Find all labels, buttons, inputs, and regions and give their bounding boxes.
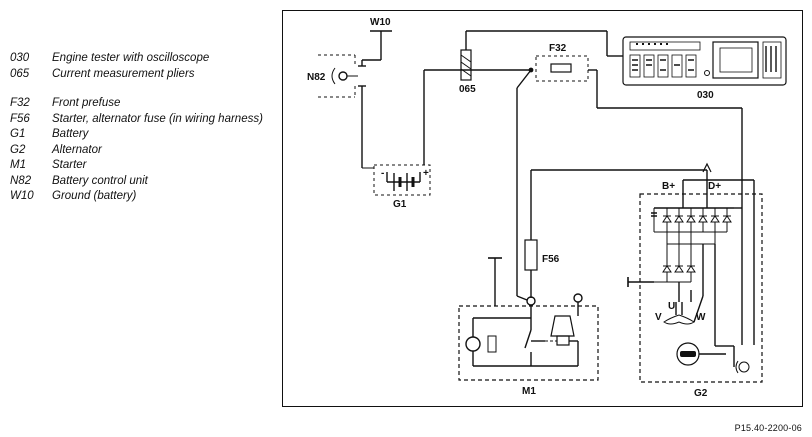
prefuse-enclosure bbox=[535, 55, 589, 82]
label-d-plus: D+ bbox=[708, 181, 721, 192]
starter-m1: M1 bbox=[458, 240, 599, 397]
front-prefuse-f32: F32 bbox=[516, 43, 589, 89]
label-f32: F32 bbox=[549, 43, 567, 54]
legend-code: F32 bbox=[10, 97, 30, 109]
ground-w10: W10 bbox=[361, 17, 392, 66]
label-g1: G1 bbox=[393, 199, 407, 210]
label-b-plus: B+ bbox=[662, 181, 675, 192]
sensor-icon bbox=[338, 71, 348, 81]
diagram-frame bbox=[282, 10, 803, 407]
starter-enclosure bbox=[458, 305, 599, 381]
legend-code: M1 bbox=[10, 159, 26, 171]
legend-code: W10 bbox=[10, 190, 34, 202]
label-w: W bbox=[696, 312, 706, 323]
label-v: V bbox=[655, 312, 662, 323]
stator-winding-u bbox=[675, 302, 683, 315]
legend-desc: Ground (battery) bbox=[52, 190, 137, 202]
rectifier-diodes-top bbox=[651, 208, 732, 283]
legend-code: G1 bbox=[10, 128, 26, 140]
label-w10: W10 bbox=[370, 17, 391, 28]
legend-code: F56 bbox=[10, 112, 30, 125]
label-f56: F56 bbox=[542, 254, 560, 265]
legend-desc: Battery bbox=[52, 128, 89, 140]
legend-desc: Starter bbox=[52, 159, 87, 171]
legend-gap bbox=[10, 82, 278, 96]
starter-alternator-fuse-f56: F56 bbox=[524, 239, 560, 271]
label-030: 030 bbox=[697, 90, 714, 101]
legend-desc: Starter, alternator fuse (in wiring harn… bbox=[52, 112, 263, 125]
alternator-enclosure bbox=[639, 193, 763, 383]
legend-item-g2: G2 Alternator bbox=[10, 143, 278, 159]
legend-desc: Current measurement pliers bbox=[52, 67, 195, 80]
tester-housing bbox=[622, 36, 787, 86]
label-g2: G2 bbox=[694, 388, 708, 399]
legend-code: 065 bbox=[10, 67, 30, 80]
current-pliers-065: 065 bbox=[459, 30, 607, 95]
legend-desc: Battery control unit bbox=[52, 174, 148, 187]
battery-g1: - + G1 bbox=[362, 70, 431, 210]
legend-item-f56: F56 Starter, alternator fuse (in wiring … bbox=[10, 112, 278, 128]
label-065: 065 bbox=[459, 84, 476, 95]
battery-minus-sign: - bbox=[381, 168, 384, 179]
oscilloscope-screen bbox=[712, 41, 759, 79]
legend-desc: Alternator bbox=[52, 143, 102, 156]
f56-element bbox=[524, 239, 538, 271]
battery-control-unit-n82: N82 bbox=[307, 54, 366, 168]
alternator-g2: B+ D+ bbox=[627, 162, 763, 399]
battery-plus-sign: + bbox=[423, 168, 429, 179]
legend-item-m1: M1 Starter bbox=[10, 158, 278, 174]
starter-terminal-50 bbox=[573, 293, 583, 303]
legend-item-n82: N82 Battery control unit bbox=[10, 174, 278, 190]
solenoid-icon bbox=[556, 335, 570, 346]
alternator-sensor-icon bbox=[738, 361, 750, 373]
engine-tester-030: 030 bbox=[622, 36, 787, 101]
starter-terminal-30 bbox=[526, 296, 536, 306]
legend-item-f32: F32 Front prefuse bbox=[10, 96, 278, 112]
legend-code: N82 bbox=[10, 174, 32, 187]
legend-desc: Front prefuse bbox=[52, 97, 121, 109]
legend: 030 Engine tester with oscilloscope 065 … bbox=[10, 51, 278, 205]
circuit-figure: W10 N82 - + G1 065 bbox=[282, 10, 804, 408]
label-m1: M1 bbox=[522, 386, 536, 397]
figure-reference: P15.40-2200-06 bbox=[734, 423, 802, 433]
legend-desc: Engine tester with oscilloscope bbox=[52, 52, 210, 64]
label-u: U bbox=[668, 301, 675, 312]
battery-enclosure bbox=[373, 164, 431, 196]
d-plus-arrow bbox=[702, 162, 712, 173]
legend-item-g1: G1 Battery bbox=[10, 127, 278, 143]
legend-item-w10: W10 Ground (battery) bbox=[10, 189, 278, 205]
label-n82: N82 bbox=[307, 72, 326, 83]
legend-code: G2 bbox=[10, 143, 26, 156]
legend-item-030: 030 Engine tester with oscilloscope bbox=[10, 51, 278, 67]
prefuse-element bbox=[550, 63, 572, 73]
legend-code: 030 bbox=[10, 52, 30, 64]
legend-item-065: 065 Current measurement pliers bbox=[10, 67, 278, 83]
motor-icon bbox=[465, 336, 481, 352]
circuit-diagram: W10 N82 - + G1 065 bbox=[282, 10, 803, 407]
